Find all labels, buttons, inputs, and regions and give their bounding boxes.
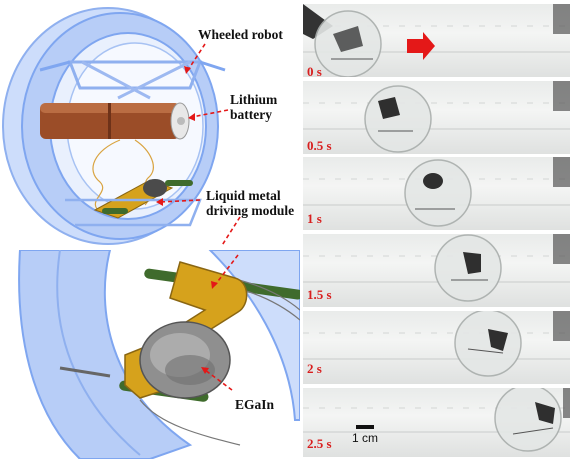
frame-2s xyxy=(303,311,570,384)
label-lithium-line2: battery xyxy=(230,107,272,122)
frame-1-5s-image xyxy=(303,234,570,302)
module-closeup-render xyxy=(0,250,300,459)
label-egain: EGaIn xyxy=(235,397,275,412)
frame-2-5s xyxy=(303,388,570,457)
label-liquid-metal-line2: driving module xyxy=(206,203,295,218)
time-label-1-5s: 1.5 s xyxy=(307,287,332,302)
time-label-2s: 2 s xyxy=(307,361,322,376)
time-label-1s: 1 s xyxy=(307,211,322,226)
time-label-0-5s: 0.5 s xyxy=(307,138,332,153)
frame-2-5s-image xyxy=(303,388,570,452)
time-label-2-5s: 2.5 s xyxy=(307,436,332,451)
frame-0s xyxy=(303,4,570,77)
time-label-0s: 0 s xyxy=(307,64,322,79)
label-wheeled-robot: Wheeled robot xyxy=(198,27,283,42)
wheeled-robot-render xyxy=(0,0,300,245)
scale-bar xyxy=(356,425,374,429)
frame-1s-image xyxy=(303,157,570,227)
frame-0-5s-image xyxy=(303,81,570,153)
frame-2s-image xyxy=(303,311,570,377)
frame-1s xyxy=(303,157,570,230)
scale-bar-label: 1 cm xyxy=(352,431,379,445)
frame-0s-image xyxy=(303,4,570,77)
direction-arrow-icon xyxy=(407,32,435,60)
label-liquid-metal-line1: Liquid metal xyxy=(206,188,281,203)
frame-0-5s xyxy=(303,81,570,154)
frame-1-5s xyxy=(303,234,570,307)
label-lithium-line1: Lithium xyxy=(230,92,278,107)
